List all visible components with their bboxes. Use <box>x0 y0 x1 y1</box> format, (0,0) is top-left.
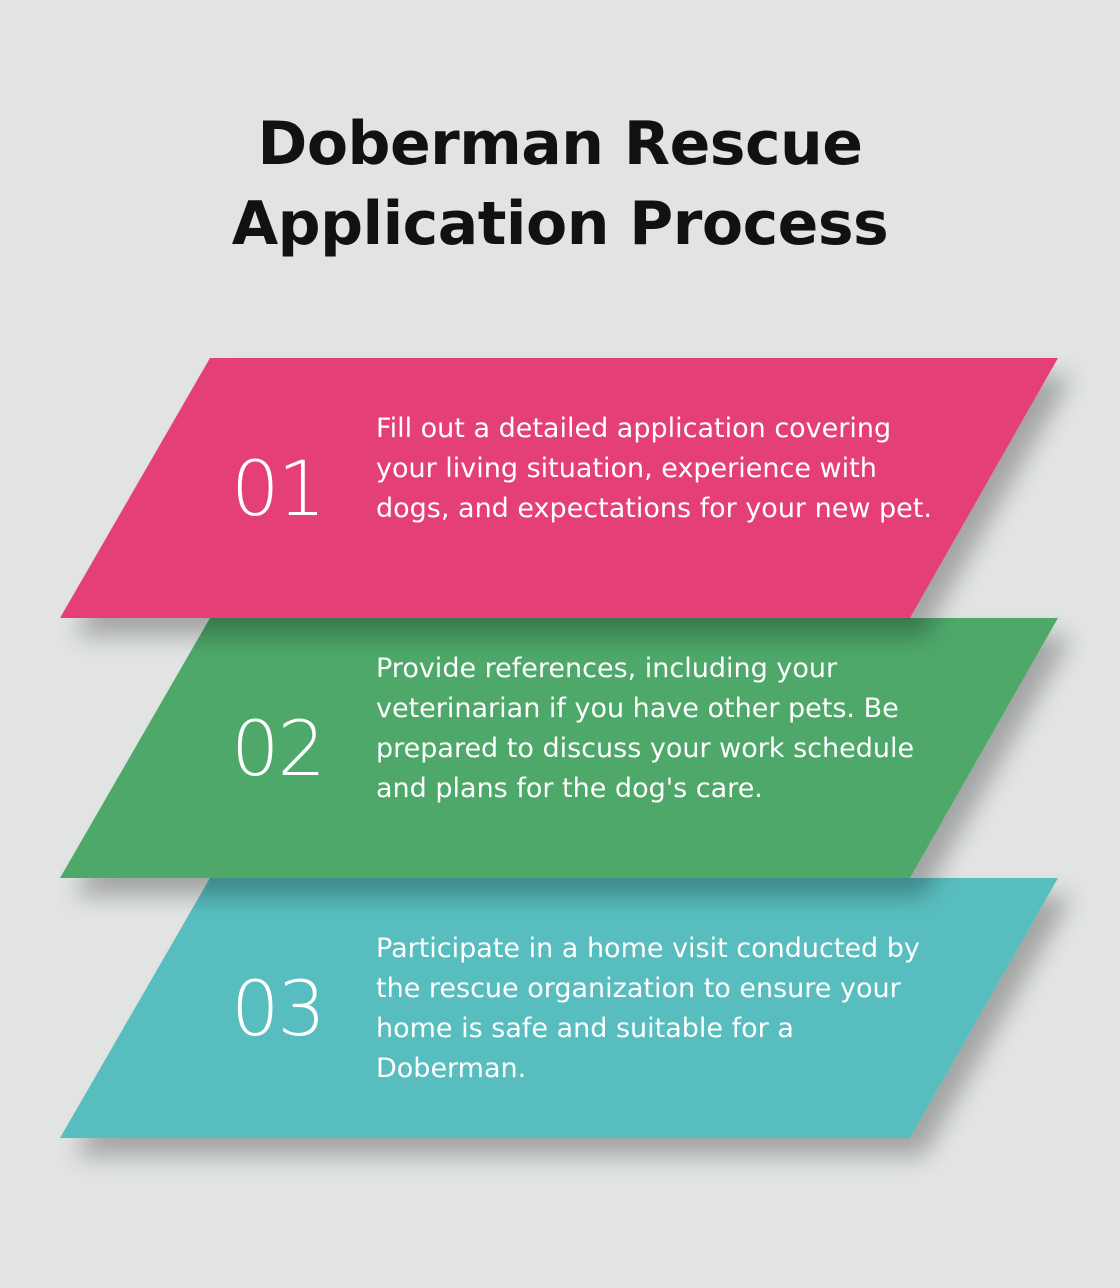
step-1-text: Fill out a detailed application covering… <box>376 413 932 524</box>
step-3-text: Participate in a home visit conducted by… <box>376 933 920 1084</box>
step-2-text: Provide references, including your veter… <box>376 653 915 804</box>
step-3-band <box>60 878 1058 1138</box>
step-2-number: 02 <box>231 704 326 793</box>
step-2-band <box>60 618 1058 878</box>
page-title: Doberman Rescue Application Process <box>231 109 889 259</box>
step-1-band <box>60 358 1058 618</box>
step-1-number: 01 <box>231 444 326 533</box>
step-3-number: 03 <box>231 964 326 1053</box>
